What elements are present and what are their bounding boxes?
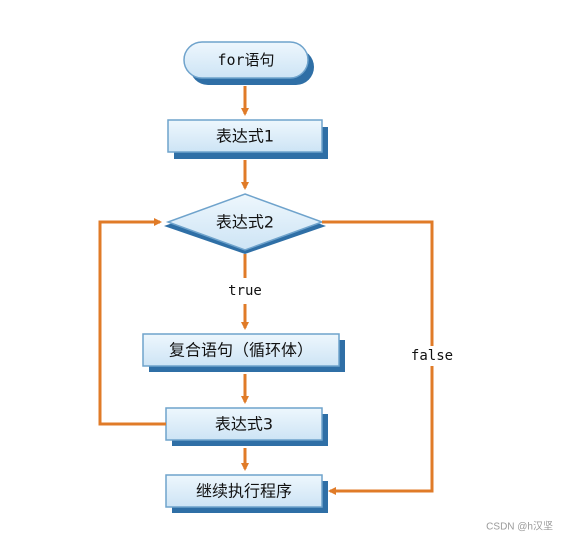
- condition-label: 表达式2: [216, 213, 274, 232]
- shadows: [149, 49, 345, 513]
- loop-body-label: 复合语句（循环体）: [169, 341, 313, 360]
- true-label: true: [228, 283, 262, 299]
- continue-box: [165, 474, 323, 508]
- expression3-box: [165, 407, 323, 441]
- arrow-loop-back: [98, 218, 166, 426]
- expression1-box: [167, 119, 323, 153]
- watermark: CSDN @h汉坚: [486, 521, 553, 533]
- start-node: [183, 41, 309, 79]
- start-label: for语句: [217, 51, 274, 69]
- loop-body-box: [142, 333, 340, 367]
- expression3-label: 表达式3: [215, 415, 273, 434]
- false-label: false: [411, 348, 453, 364]
- false-label-bg: [405, 346, 459, 366]
- expression1-label: 表达式1: [216, 127, 274, 146]
- condition-diamond: [165, 193, 325, 251]
- continue-label: 继续执行程序: [196, 482, 292, 501]
